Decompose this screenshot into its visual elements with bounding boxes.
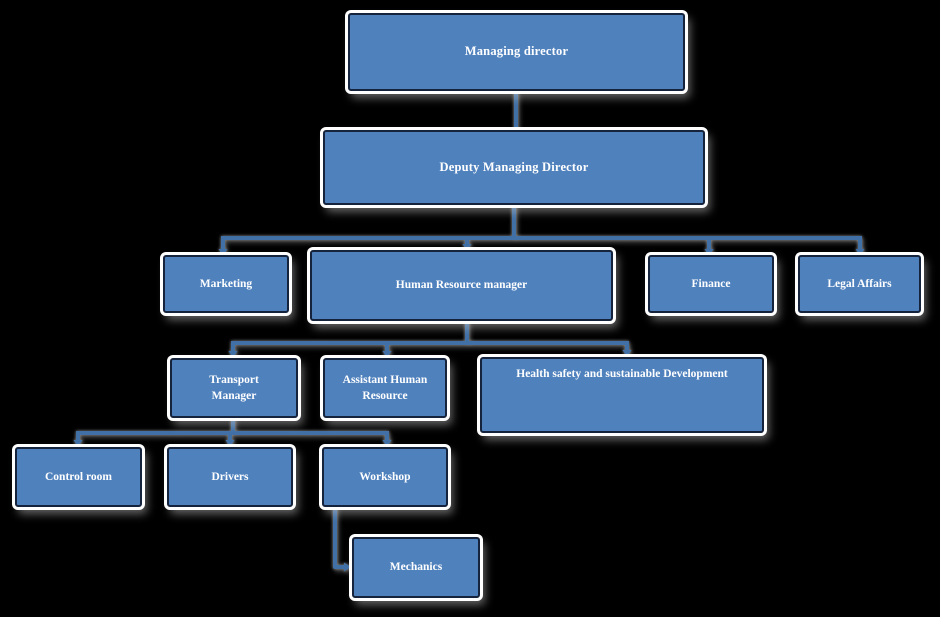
node-label: Finance: [691, 277, 731, 290]
arrow-control: [73, 440, 83, 447]
node-label: Assistant Human Resource: [342, 373, 428, 402]
org-node-human-resource-manager: Human Resource manager: [310, 250, 613, 321]
arrow-finance: [704, 249, 714, 256]
node-label: Human Resource manager: [395, 279, 528, 292]
org-node-workshop: Workshop: [322, 447, 448, 507]
org-node-mechanics: Mechanics: [352, 537, 480, 598]
node-label: Control room: [45, 470, 112, 483]
arrow-assistant: [382, 351, 392, 358]
node-label: Deputy Managing Director: [439, 159, 589, 174]
node-label: Drivers: [211, 470, 249, 483]
org-node-drivers: Drivers: [167, 447, 293, 507]
node-label: Transport Manager: [209, 373, 259, 402]
org-node-marketing: Marketing: [163, 255, 289, 313]
node-label: Legal Affairs: [827, 277, 892, 290]
arrow-drivers: [225, 440, 235, 447]
node-label: Managing director: [464, 44, 569, 59]
arrow-legal: [855, 249, 865, 256]
org-node-managing-director: Managing director: [348, 13, 685, 91]
org-node-deputy-managing-director: Deputy Managing Director: [323, 130, 705, 205]
arrow-marketing: [218, 249, 228, 256]
node-label: Workshop: [359, 470, 411, 483]
arrow-transport: [228, 351, 238, 358]
org-node-finance: Finance: [648, 255, 774, 313]
arrow-workshop: [382, 440, 392, 447]
arrow-hr: [462, 244, 472, 251]
node-label: Marketing: [199, 277, 253, 290]
org-node-control-room: Control room: [15, 447, 142, 507]
arrow-health: [622, 350, 632, 357]
org-node-transport-manager: Transport Manager: [170, 358, 298, 418]
connector-workshop-to-mechanics: [333, 506, 345, 569]
node-label: Health safety and sustainable Developmen…: [516, 368, 728, 380]
org-node-health-safety-sustainable-development: Health safety and sustainable Developmen…: [480, 357, 764, 433]
org-node-assistant-human-resource: Assistant Human Resource: [323, 358, 447, 418]
org-node-legal-affairs: Legal Affairs: [798, 255, 921, 313]
arrow-mechanics: [344, 562, 351, 572]
node-label: Mechanics: [389, 561, 443, 574]
